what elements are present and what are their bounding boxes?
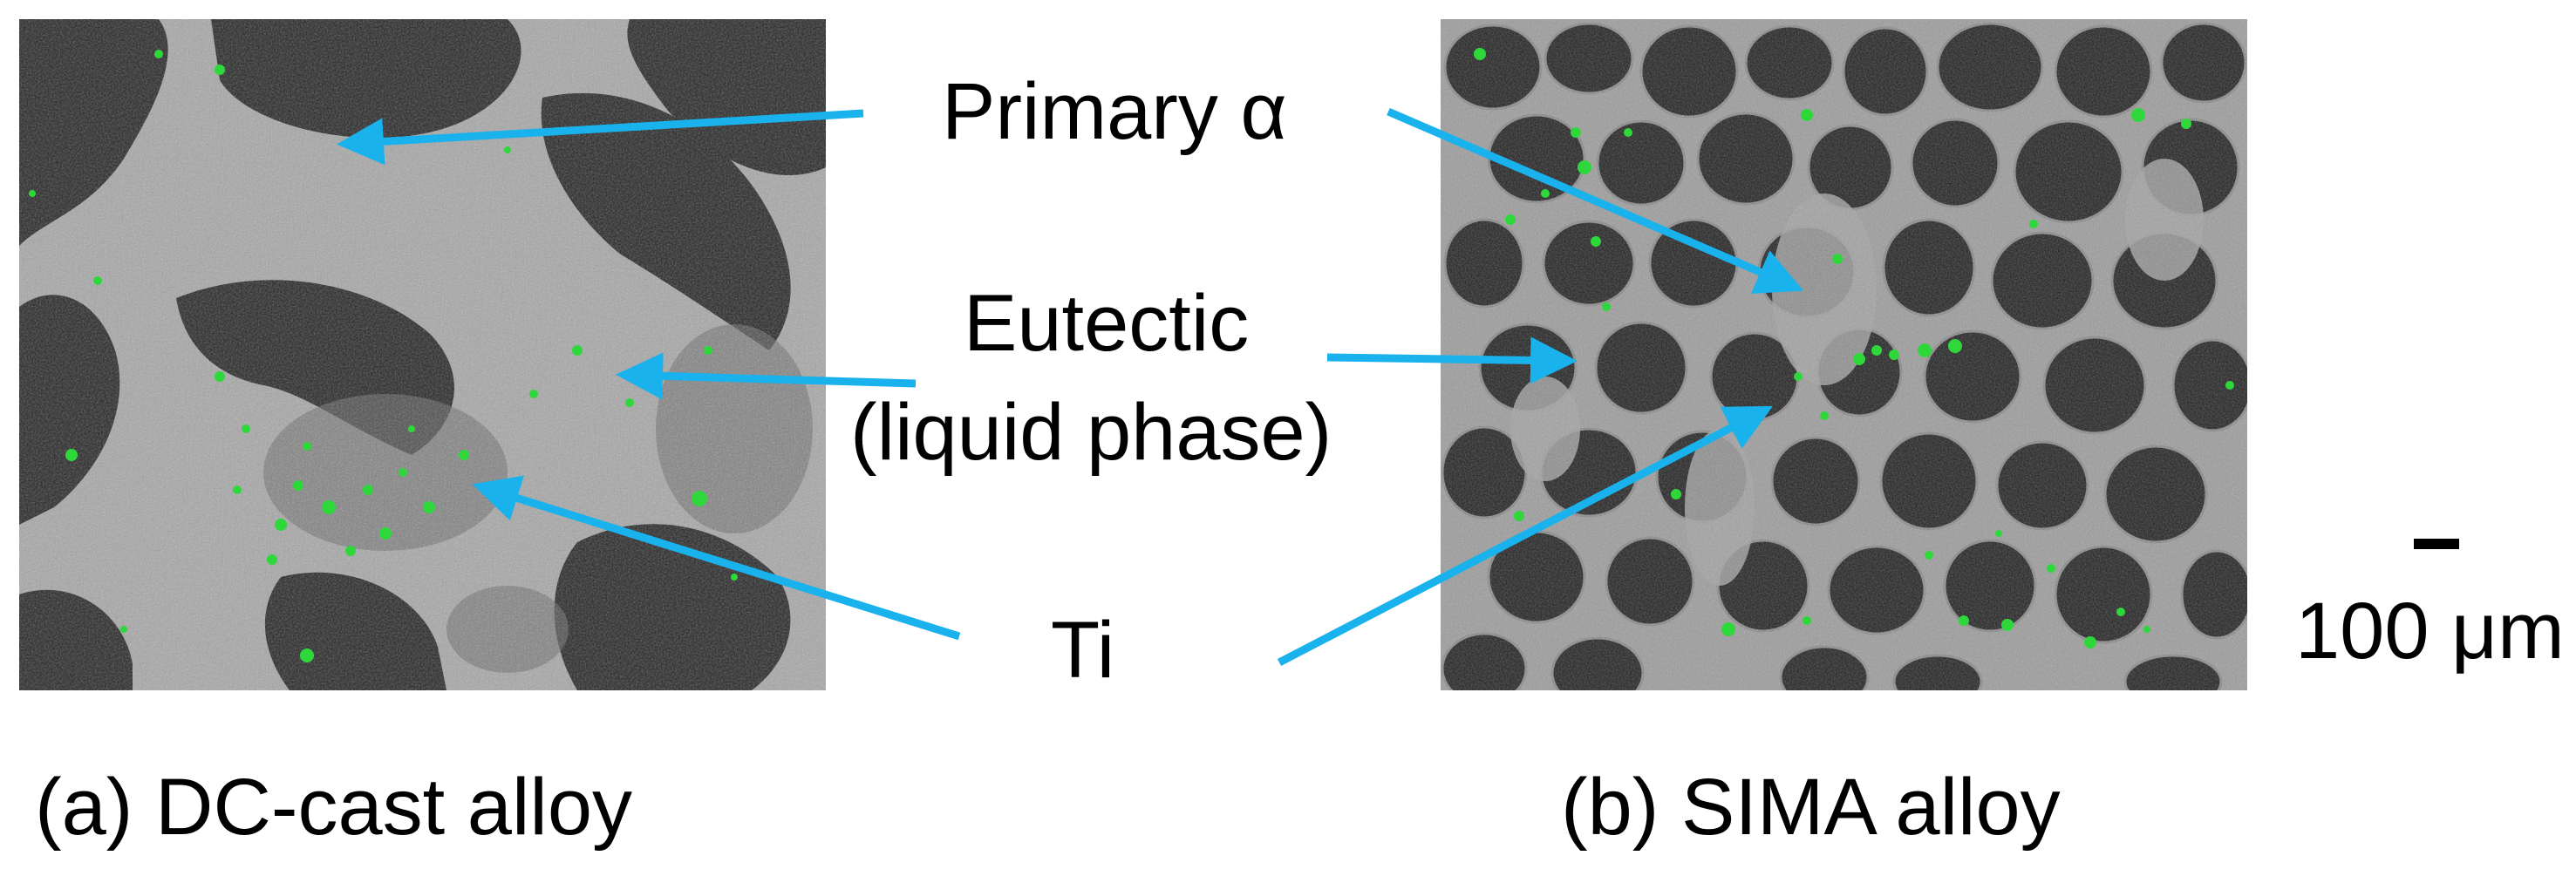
scale-bar [2414,539,2459,549]
label-ti: Ti [1051,606,1115,695]
arrow-eutectic-a [616,352,917,400]
arrow-eutectic-b [1326,336,1578,384]
scale-bar-label: 100 μm [2295,587,2565,676]
caption-panel-b: (b) SIMA alloy [1561,763,2061,852]
arrow-primary-a [337,109,864,166]
label-eutectic: Eutectic [964,279,1250,368]
label-primary-alpha: Primary α [942,67,1287,156]
label-liquid-phase: (liquid phase) [850,388,1332,477]
micrograph-dc-cast [19,19,826,690]
arrow-ti-b [1277,405,1773,666]
caption-panel-a: (a) DC-cast alloy [35,763,633,852]
micrograph-sima [1441,19,2247,690]
arrow-primary-b [1387,107,1804,294]
arrow-ti-a [472,475,961,641]
